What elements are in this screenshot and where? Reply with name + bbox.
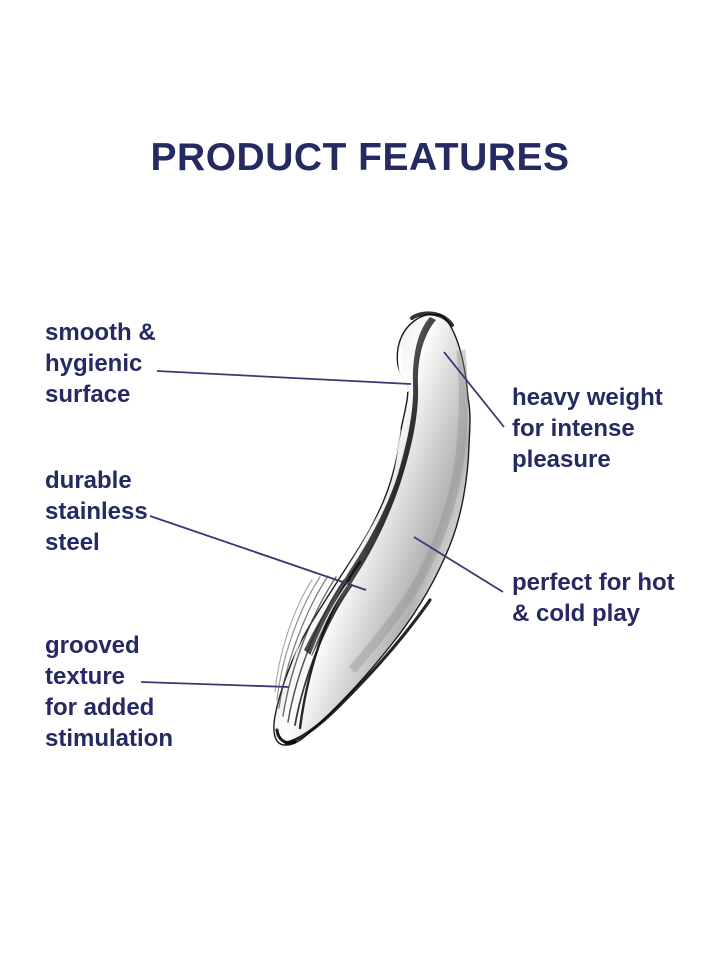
wand-top-edge-shade <box>410 311 454 327</box>
product-image <box>273 311 471 746</box>
wand-right-shade <box>348 349 468 673</box>
page-title: PRODUCT FEATURES <box>150 136 570 179</box>
callout-lines <box>140 351 505 688</box>
wand-left-highlight-shaft <box>320 428 401 602</box>
feature-label-stainless-steel: durable stainless steel <box>45 467 148 556</box>
wand-grooves <box>274 560 362 730</box>
callout-line-smooth-surface <box>156 370 412 385</box>
feature-label-heavy-weight: heavy weight for intense pleasure <box>512 384 663 473</box>
wand-bottom-edge-shade <box>284 598 432 745</box>
callout-line-grooved-texture <box>140 681 290 688</box>
callout-line-heavy-weight <box>443 351 505 428</box>
callout-line-hot-cold-play <box>413 536 504 593</box>
feature-label-grooved-texture: grooved texture for added stimulation <box>45 632 174 752</box>
wand-left-highlight-top <box>398 348 409 392</box>
callout-line-stainless-steel <box>149 515 367 591</box>
feature-label-hot-cold-play: perfect for hot & cold play <box>512 569 675 627</box>
wand-tip-shade <box>275 728 297 745</box>
feature-label-smooth-surface: smooth & hygienic surface <box>45 319 156 408</box>
